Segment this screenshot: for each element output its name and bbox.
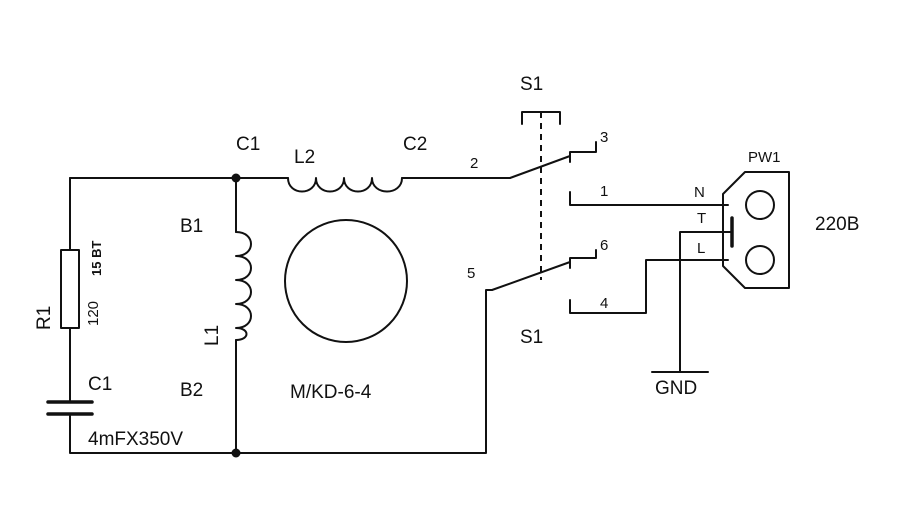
- resistor-r1: [60, 249, 80, 329]
- label-socket-n: N: [694, 184, 705, 201]
- label-l1: L1: [202, 325, 223, 346]
- wire-left-lower: [69, 415, 237, 454]
- label-node-c1: C1: [236, 134, 260, 155]
- label-pin-4: 4: [600, 295, 608, 312]
- label-voltage: 220B: [815, 214, 859, 235]
- label-b1: B1: [180, 216, 203, 237]
- label-socket-t: T: [697, 210, 706, 227]
- switch-upper-blade: [509, 155, 571, 179]
- label-pin-1: 1: [600, 183, 608, 200]
- junction-bottom: [231, 448, 241, 458]
- label-r1: R1: [34, 306, 55, 330]
- motor-circle: [284, 219, 408, 343]
- label-cap-value: 4mFX350V: [88, 429, 183, 450]
- label-pin-5: 5: [467, 265, 475, 282]
- inductor-l2: [287, 177, 403, 193]
- wire-bottom-rail: [235, 289, 493, 454]
- wire-earth: [679, 231, 733, 373]
- label-pin-3: 3: [600, 129, 608, 146]
- label-r1-power: 15 BT: [89, 241, 104, 276]
- label-pw1: PW1: [748, 149, 781, 166]
- switch-lower-contact-4: [569, 259, 729, 314]
- switch-lower-blade: [491, 261, 571, 291]
- switch-upper-contact-3: [569, 141, 597, 163]
- label-r1-value: 120: [85, 301, 102, 326]
- label-node-c2: C2: [403, 134, 427, 155]
- label-socket-l: L: [697, 240, 705, 257]
- label-motor: M/KD-6-4: [290, 382, 372, 403]
- label-s1-top: S1: [520, 74, 543, 95]
- label-pin-6: 6: [600, 237, 608, 254]
- socket-pin-n: [745, 190, 775, 220]
- switch-lower-contact-6: [569, 249, 597, 269]
- socket-pw1-body: [722, 171, 790, 289]
- label-cap-c1: C1: [88, 374, 112, 395]
- label-s1-bottom: S1: [520, 327, 543, 348]
- label-pin-2: 2: [470, 155, 478, 172]
- label-l2: L2: [294, 147, 315, 168]
- socket-pin-l: [745, 245, 775, 275]
- inductor-l1: [235, 231, 252, 341]
- label-b2: B2: [180, 380, 203, 401]
- label-gnd: GND: [655, 378, 697, 399]
- switch-upper-contact-1: [569, 191, 729, 206]
